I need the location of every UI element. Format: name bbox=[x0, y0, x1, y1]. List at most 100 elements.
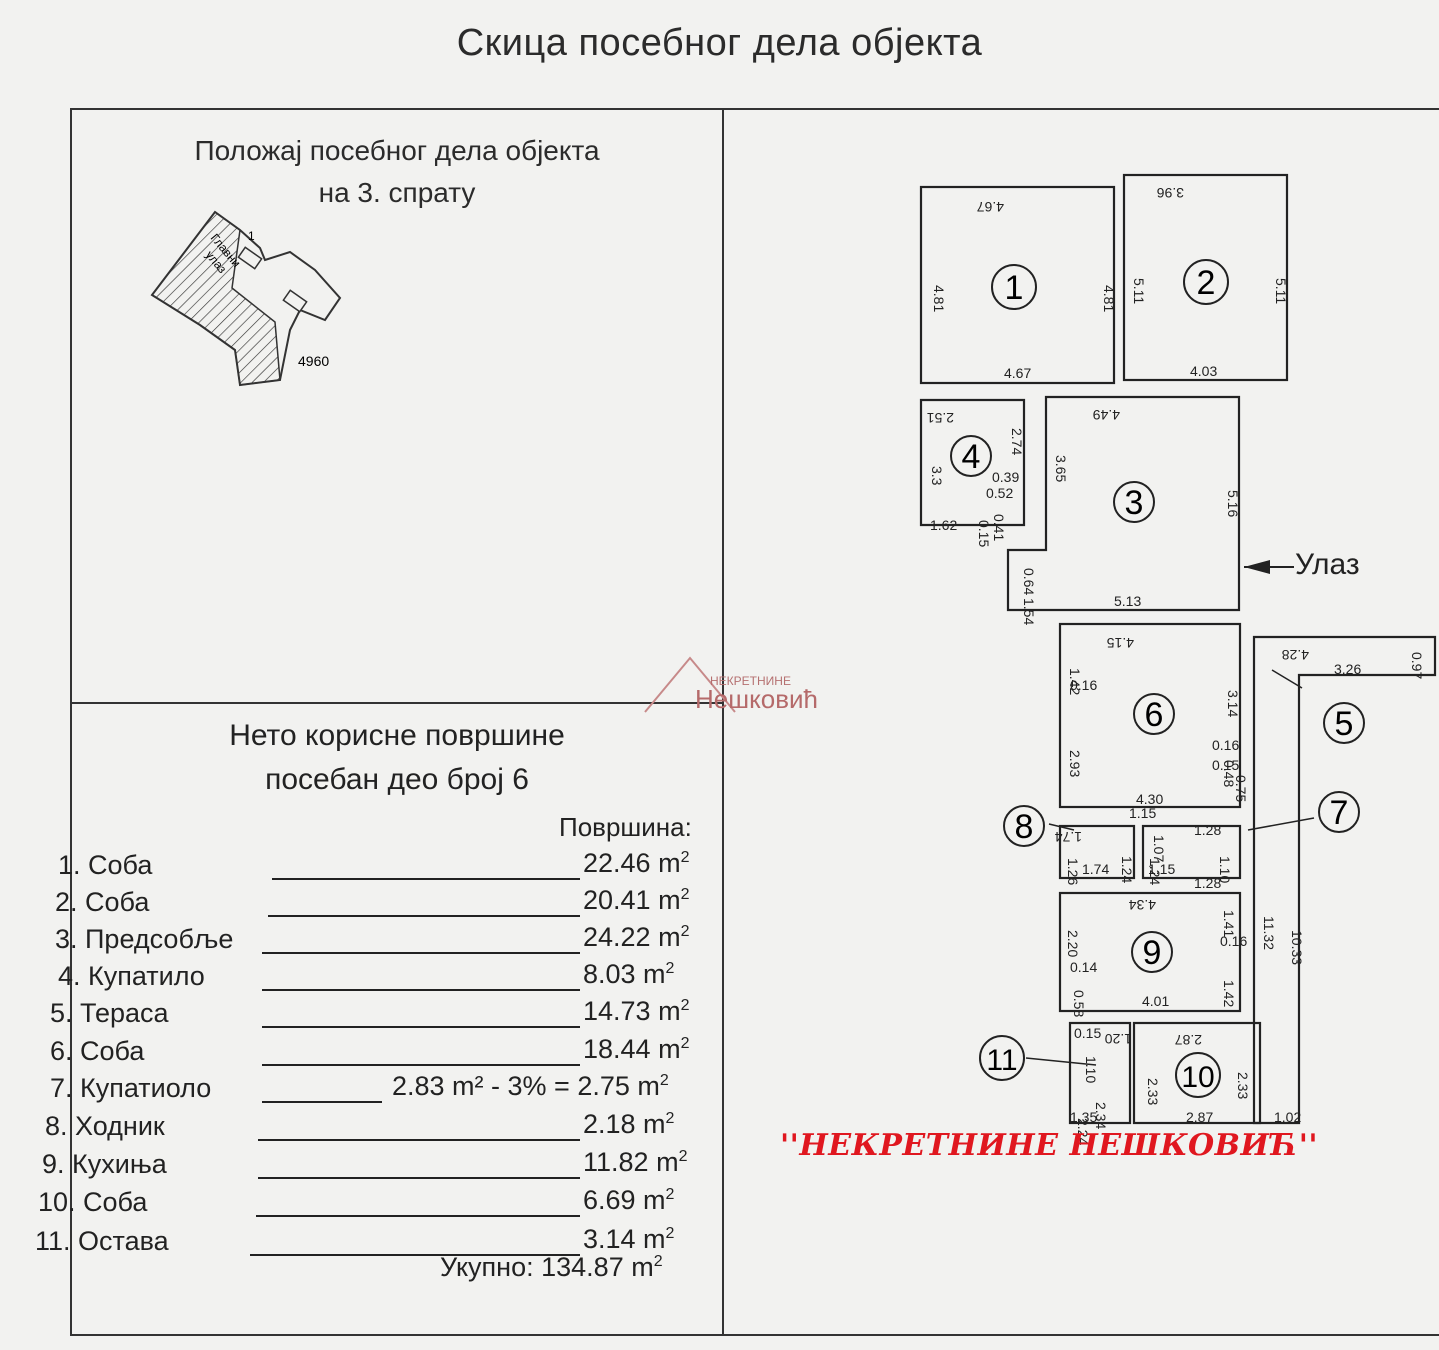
room-2-outline bbox=[1122, 173, 1289, 382]
dimension-label: 1.20 bbox=[1105, 1031, 1132, 1047]
dimension-label: 3.14 bbox=[1225, 690, 1241, 717]
dimension-label: 0.14 bbox=[1070, 959, 1097, 975]
area-column-header: Површина: bbox=[559, 812, 692, 842]
dimension-label: 2.33 bbox=[1235, 1072, 1251, 1099]
terrace-leader bbox=[1271, 669, 1303, 689]
room-label: 2. Соба bbox=[55, 887, 150, 917]
leader-line bbox=[272, 878, 580, 880]
room-7-outline bbox=[1141, 824, 1242, 880]
dimension-label: 0.41 bbox=[991, 514, 1007, 541]
dimension-label: 4.30 bbox=[1136, 791, 1163, 807]
room-label: 8. Ходник bbox=[45, 1111, 165, 1141]
dimension-label: 2.74 bbox=[1009, 428, 1025, 455]
dimension-label: 1.24 bbox=[1147, 858, 1163, 885]
dimension-label: 2.93 bbox=[1067, 750, 1083, 777]
dimension-label: 0.64 bbox=[1021, 568, 1037, 595]
logo-top-text: НЕКРЕТНИНЕ bbox=[710, 674, 791, 688]
dimension-label: 5.11 bbox=[1273, 278, 1289, 304]
room-11-outline bbox=[1068, 1021, 1132, 1125]
dimension-label: 5.13 bbox=[1114, 593, 1141, 609]
room-6-outline bbox=[1058, 622, 1242, 809]
room-number-4: 4 bbox=[962, 438, 981, 476]
leader-line bbox=[258, 1177, 580, 1179]
hallway-leader bbox=[1048, 823, 1075, 831]
room-number-6: 6 bbox=[1145, 696, 1164, 734]
leader-line bbox=[258, 1139, 580, 1141]
document-title: Скица посебног дела објекта bbox=[456, 22, 983, 64]
room-number-3: 3 bbox=[1125, 484, 1144, 522]
leader-line bbox=[268, 915, 580, 917]
total-value: 134.87 m2 bbox=[541, 1252, 663, 1282]
dimension-label: 0.15 bbox=[1212, 757, 1239, 773]
logo-bottom-text: Нешковић bbox=[695, 684, 818, 714]
dimension-label: 0.16 bbox=[1070, 677, 1097, 693]
building-outline bbox=[150, 210, 342, 387]
dimension-label: 0.15 bbox=[1074, 1025, 1101, 1041]
room-area-value: 14.73 m2 bbox=[583, 996, 690, 1026]
storage-leader bbox=[1025, 1057, 1097, 1066]
location-panel-title: Положај посебног дела објекта на 3. спра… bbox=[72, 130, 722, 214]
dimension-label: 3.96 bbox=[1157, 185, 1184, 201]
dimension-label: 1.02 bbox=[1274, 1109, 1301, 1125]
dimension-label: 1.28 bbox=[1194, 875, 1221, 891]
total-label: Укупно: bbox=[440, 1252, 534, 1282]
dimension-label: 2.87 bbox=[1186, 1109, 1213, 1125]
dimension-label: 2.87 bbox=[1175, 1032, 1202, 1048]
room-area-value: 18.44 m2 bbox=[583, 1034, 690, 1064]
total-area: Укупно: 134.87 m2 bbox=[440, 1252, 663, 1283]
drawing-frame bbox=[70, 108, 1439, 1336]
room-number-1: 1 bbox=[1005, 269, 1024, 307]
dimension-label: 1.10 bbox=[1083, 1056, 1099, 1083]
leader-line bbox=[262, 952, 580, 954]
room-label: 9. Кухиња bbox=[42, 1149, 167, 1179]
leader-line bbox=[262, 1101, 382, 1103]
dimension-label: 0.16 bbox=[1220, 933, 1247, 949]
entrance-arrow-icon bbox=[1244, 560, 1270, 574]
dimension-label: 3.65 bbox=[1053, 455, 1069, 482]
dimension-label: 0.97 bbox=[1409, 652, 1425, 679]
dimension-label: 2.51 bbox=[927, 410, 954, 426]
dimension-label: 1.74 bbox=[1055, 829, 1082, 845]
areas-title: Нето корисне површине посебан део број 6 bbox=[72, 714, 722, 802]
bathroom-leader bbox=[1247, 817, 1315, 831]
room-number-9: 9 bbox=[1143, 934, 1162, 972]
dimension-label: 0.58 bbox=[1071, 990, 1087, 1017]
dimension-label: 0.16 bbox=[1212, 737, 1239, 753]
vertical-divider bbox=[722, 108, 724, 1336]
dimension-label: 2.20 bbox=[1065, 930, 1081, 957]
room-4-outline bbox=[919, 398, 1026, 527]
room-8-outline bbox=[1058, 824, 1136, 880]
room-number-11: 11 bbox=[986, 1044, 1017, 1077]
room-number-5: 5 bbox=[1335, 705, 1354, 743]
dimension-label: 4.15 bbox=[1107, 635, 1134, 651]
dimension-label: 0.48 bbox=[1221, 760, 1237, 787]
dimension-label: 4.67 bbox=[977, 199, 1004, 215]
location-title-line2: на 3. спрату bbox=[318, 177, 476, 208]
dimension-label: 3.26 bbox=[1334, 661, 1361, 677]
room-number-2: 2 bbox=[1197, 264, 1216, 302]
dimension-label: 0.15 bbox=[976, 520, 992, 547]
dimension-label: 0.75 bbox=[1233, 775, 1249, 802]
location-sketch: Главни улаз 1 4960 bbox=[150, 210, 342, 387]
room-1-outline bbox=[919, 185, 1116, 385]
room-area-value: 8.03 m2 bbox=[583, 959, 675, 989]
dimension-label: 1.15 bbox=[1148, 861, 1175, 877]
location-title-line1: Положај посебног дела објекта bbox=[194, 135, 600, 166]
dimension-label: 4.49 bbox=[1093, 407, 1120, 423]
dimension-label: 1.15 bbox=[1129, 805, 1156, 821]
dimension-label: 1.42 bbox=[1067, 668, 1083, 695]
areas-title-line2: посебан део број 6 bbox=[265, 763, 529, 796]
dimension-label: 0.52 bbox=[986, 485, 1013, 501]
room-3-outline bbox=[1006, 395, 1241, 612]
leader-line bbox=[262, 1026, 580, 1028]
room-area-value: 3.14 m2 bbox=[583, 1224, 675, 1254]
